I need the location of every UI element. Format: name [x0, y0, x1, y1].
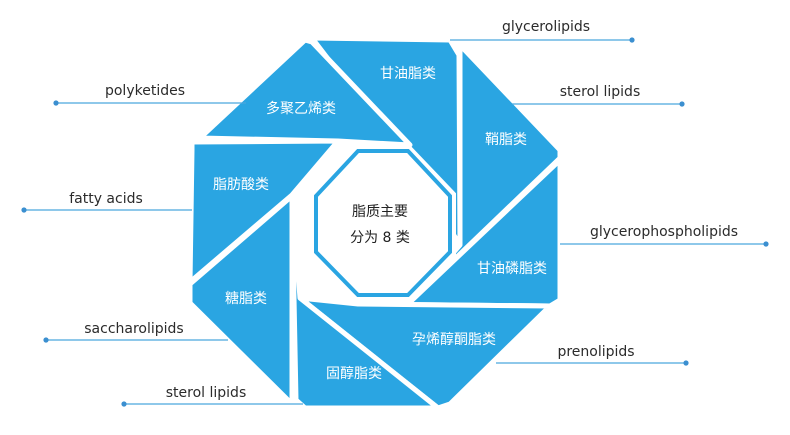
callout-dot-prenolipids [683, 360, 689, 366]
callout-dot-glycerophospholipids [763, 241, 769, 247]
callout-label-sterol-lipids-right: sterol lipids [560, 84, 641, 100]
callout-dot-fatty-acids [21, 207, 27, 213]
segment-label-sterol-lipids: 固醇脂类 [326, 365, 382, 382]
segment-label-saccharolipids: 糖脂类 [225, 291, 267, 307]
callout-label-sterol-lipids-left: sterol lipids [166, 385, 247, 401]
center-octagon-border [314, 149, 452, 297]
callout-dot-saccharolipids [43, 337, 49, 343]
segment-label-glycerophospholipids: 甘油磷脂类 [477, 261, 547, 277]
segment-polyketides [197, 37, 413, 148]
center-text-line1: 脂质主要 [352, 204, 408, 220]
callout-label-glycerophospholipids: glycerophospholipids [590, 224, 738, 240]
callout-dot-sterol-lipids-right [679, 101, 685, 107]
callout-dot-sterol-lipids-left [121, 401, 127, 407]
callout-label-polyketides: polyketides [105, 83, 185, 99]
callout-label-prenolipids: prenolipids [557, 344, 634, 360]
segment-label-glycerolipids: 甘油脂类 [380, 66, 436, 82]
segment-label-polyketides: 多聚乙烯类 [266, 100, 336, 117]
callout-label-glycerolipids: glycerolipids [502, 19, 590, 35]
callout-label-saccharolipids: saccharolipids [84, 321, 183, 337]
segment-label-fatty-acids: 脂肪酸类 [213, 177, 269, 193]
callout-dot-polyketides [53, 100, 59, 106]
center-text-line2: 分为 8 类 [350, 230, 410, 246]
segment-label-prenol-lipids: 孕烯醇酮脂类 [412, 331, 496, 348]
segment-label-sphingolipids: 鞘脂类 [485, 132, 527, 148]
callout-dot-glycerolipids [629, 37, 635, 43]
callout-label-fatty-acids: fatty acids [69, 191, 143, 207]
